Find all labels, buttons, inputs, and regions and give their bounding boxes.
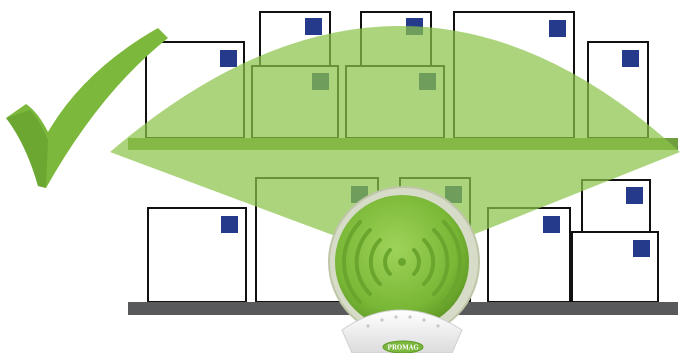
box-label xyxy=(622,50,639,67)
box-label xyxy=(549,20,566,37)
box-label xyxy=(626,187,643,204)
rfid-reader: PROMAG xyxy=(329,187,479,353)
brand-logo: PROMAG xyxy=(387,345,418,352)
box-label xyxy=(220,50,237,67)
box-label xyxy=(221,216,238,233)
box-label xyxy=(633,240,650,257)
box-label xyxy=(543,216,560,233)
box-label xyxy=(305,18,322,35)
